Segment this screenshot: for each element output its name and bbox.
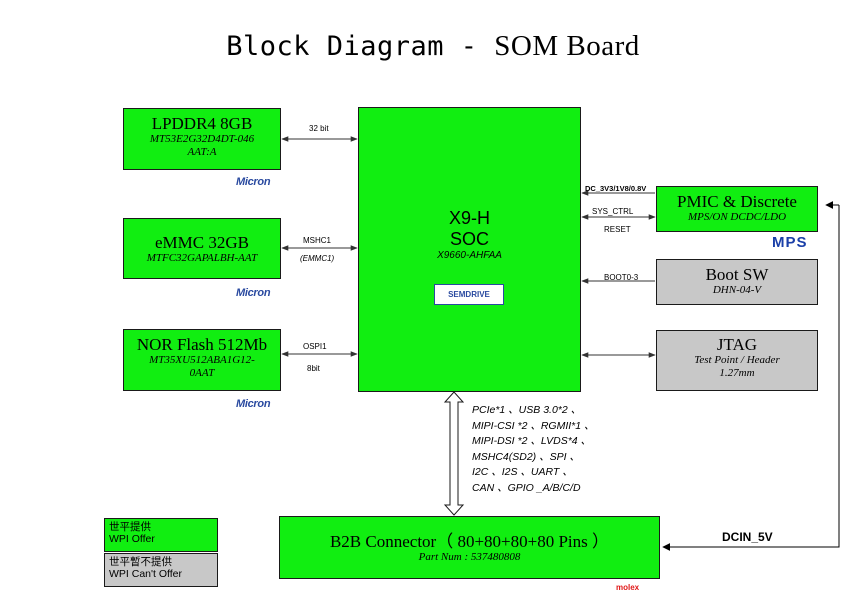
emmc-name: eMMC 32GB xyxy=(155,233,249,252)
nor-part-line1: MT35XU512ABA1G12- xyxy=(149,354,255,366)
soc-part: X9660-AHFAA xyxy=(437,250,502,261)
emmc-bus-label2: (EMMC1) xyxy=(300,254,335,263)
b2b-name: B2B Connector（ 80+80+80+80 Pins ） xyxy=(329,532,610,551)
nor-name: NOR Flash 512Mb xyxy=(136,335,268,354)
legend-offer-cn: 世平提供 xyxy=(109,521,151,533)
bootsw-sig-label: BOOT0-3 xyxy=(604,273,639,282)
pmic-name: PMIC & Discrete xyxy=(677,192,797,211)
jtag-part-line1: Test Point / Header xyxy=(694,354,780,366)
legend-nooffer: 世平暫不提供 WPI Can't Offer xyxy=(104,553,218,587)
diagram-title: Block Diagram - SOM Board xyxy=(0,30,866,63)
bootsw-name: Boot SW xyxy=(705,265,769,284)
dcin-line xyxy=(662,205,840,551)
interface-line: PCIe*1 、USB 3.0*2 、 xyxy=(472,404,582,416)
pmic-reset-label: RESET xyxy=(604,225,631,234)
soc-b2b-bus xyxy=(443,391,465,516)
mps-logo: MPS xyxy=(772,234,808,251)
pmic-ctrl-label: SYS_CTRL xyxy=(592,207,634,216)
nor-bus-label2: 8bit xyxy=(307,364,320,373)
jtag-name: JTAG xyxy=(716,335,758,354)
interface-line: MSHC4(SD2) 、SPI 、 xyxy=(472,450,580,463)
nor-bus-label: OSPI1 xyxy=(303,342,327,351)
molex-logo: molex xyxy=(616,583,640,592)
nor-part-line2: 0AAT xyxy=(189,367,215,379)
interface-line: CAN 、GPIO _A/B/C/D xyxy=(472,481,581,494)
lpddr4-name: LPDDR4 8GB xyxy=(151,114,253,133)
soc-type: SOC xyxy=(449,229,489,249)
bootsw-part: DHN-04-V xyxy=(712,284,762,296)
soc-name: X9-H xyxy=(448,208,490,228)
emmc-block: eMMC 32GB MTFC32GAPALBH-AAT xyxy=(123,218,281,279)
lpddr4-bus-label: 32 bit xyxy=(309,124,329,133)
interface-line: MIPI-CSI *2 、RGMII*1 、 xyxy=(472,419,595,432)
lpddr4-part-line2: AAT:A xyxy=(187,146,217,158)
title-board: SOM Board xyxy=(494,30,640,62)
bootsw-block: Boot SW DHN-04-V xyxy=(656,259,818,305)
dcin-label: DCIN_5V xyxy=(722,530,773,544)
interface-line: I2C 、I2S 、UART 、 xyxy=(472,466,573,478)
legend-nooffer-cn: 世平暫不提供 xyxy=(109,556,172,568)
micron-logo-lpddr4: Micron xyxy=(236,176,271,188)
lpddr4-part-line1: MT53E2G32D4DT-046 xyxy=(149,133,255,145)
nor-block: NOR Flash 512Mb MT35XU512ABA1G12- 0AAT xyxy=(123,329,281,391)
legend-nooffer-en: WPI Can't Offer xyxy=(109,568,182,580)
emmc-bus-label: MSHC1 xyxy=(303,236,332,245)
soc-block: X9-H SOC X9660-AHFAA SEMDRIVE xyxy=(358,107,581,392)
pmic-dc-label: DC_3V3/1V8/0.8V xyxy=(585,184,647,193)
b2b-block: B2B Connector（ 80+80+80+80 Pins ） Part N… xyxy=(279,516,660,579)
legend-offer: 世平提供 WPI Offer xyxy=(104,518,218,552)
lpddr4-block: LPDDR4 8GB MT53E2G32D4DT-046 AAT:A xyxy=(123,108,281,170)
jtag-part-line2: 1.27mm xyxy=(719,367,755,379)
legend-offer-en: WPI Offer xyxy=(109,533,155,545)
pmic-block: PMIC & Discrete MPS/ON DCDC/LDO xyxy=(656,186,818,232)
interface-list: PCIe*1 、USB 3.0*2 、 MIPI-CSI *2 、RGMII*1… xyxy=(472,403,595,496)
pmic-part: MPS/ON DCDC/LDO xyxy=(687,211,787,223)
semdrive-logo: SEMDRIVE xyxy=(434,284,504,305)
micron-logo-nor: Micron xyxy=(236,398,271,410)
title-main: Block Diagram - xyxy=(226,31,495,62)
micron-logo-emmc: Micron xyxy=(236,287,271,299)
b2b-part: Part Num : 537480808 xyxy=(418,551,521,563)
interface-line: MIPI-DSI *2 、LVDS*4 、 xyxy=(472,435,592,447)
emmc-part: MTFC32GAPALBH-AAT xyxy=(146,252,258,264)
jtag-block: JTAG Test Point / Header 1.27mm xyxy=(656,330,818,391)
